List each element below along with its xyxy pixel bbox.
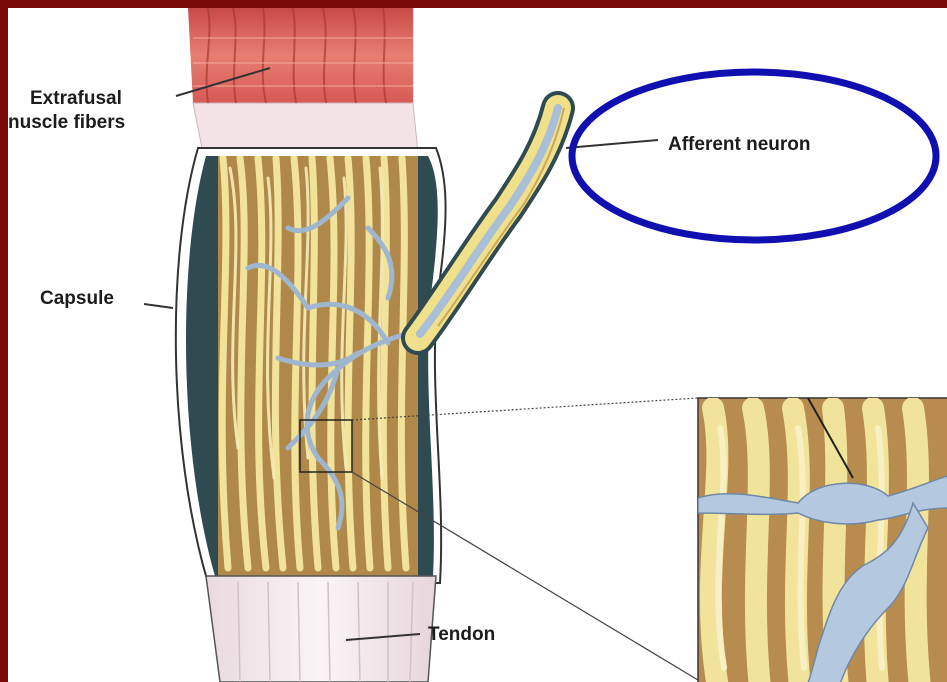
label-tendon: Tendon — [428, 624, 495, 646]
extrafusal-muscle — [188, 8, 418, 153]
label-capsule: Capsule — [40, 288, 114, 310]
highlight-ellipse — [572, 72, 936, 240]
zoom-inset — [698, 398, 947, 682]
label-afferent-neuron: Afferent neuron — [668, 134, 811, 156]
tendon — [206, 576, 436, 682]
diagram-panel: Extrafusal nuscle fibers Capsule Afferen… — [8, 8, 947, 682]
label-extrafusal-line1: Extrafusal — [30, 88, 122, 110]
muscle-spindle-diagram — [8, 8, 947, 682]
spindle-capsule — [176, 108, 564, 588]
label-extrafusal-line2: nuscle fibers — [8, 112, 125, 134]
